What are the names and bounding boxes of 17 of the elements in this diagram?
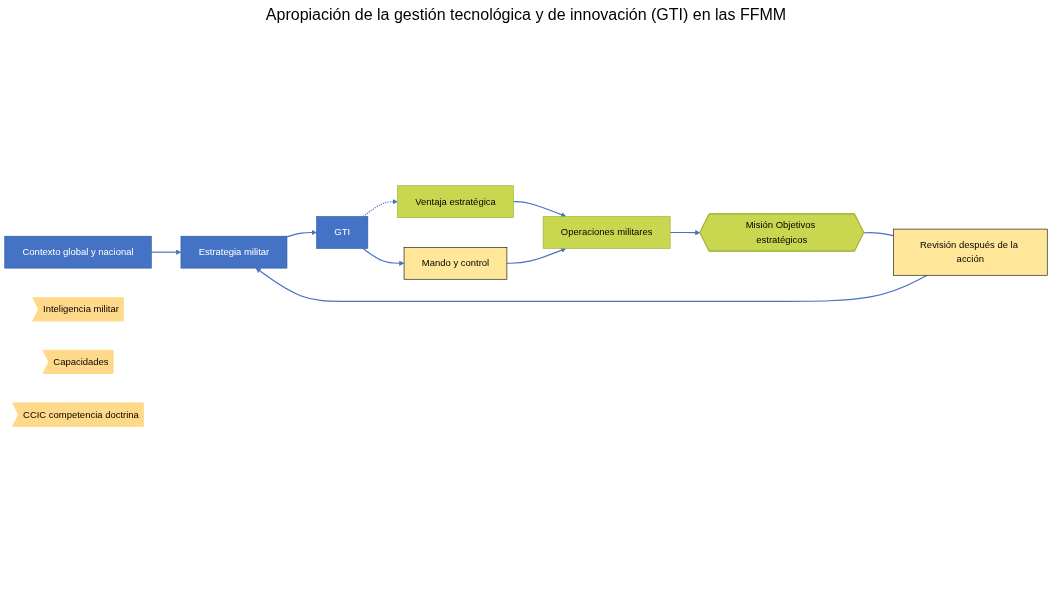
arrow <box>669 230 701 236</box>
node-box: Contexto global y nacional <box>4 235 152 269</box>
node-box: GTI <box>316 216 369 249</box>
arrow <box>150 249 182 255</box>
node-box: Revisión después de la acción <box>893 228 1048 276</box>
arrow <box>255 267 928 302</box>
node-box: Ventaja estratégica <box>397 185 514 219</box>
node-box: Operaciones militares <box>542 216 671 249</box>
arrow <box>512 201 567 218</box>
arrow <box>286 229 317 238</box>
arrow <box>362 199 398 218</box>
arrow <box>506 247 567 264</box>
node-box: Estrategia militar <box>180 235 288 269</box>
connector <box>863 232 894 237</box>
arrow <box>362 247 405 266</box>
node-box: Mando y control <box>403 247 508 280</box>
diagram-title: Apropiación de la gestión tecnológica y de innovación (GTI) en las FFMM <box>264 6 788 24</box>
